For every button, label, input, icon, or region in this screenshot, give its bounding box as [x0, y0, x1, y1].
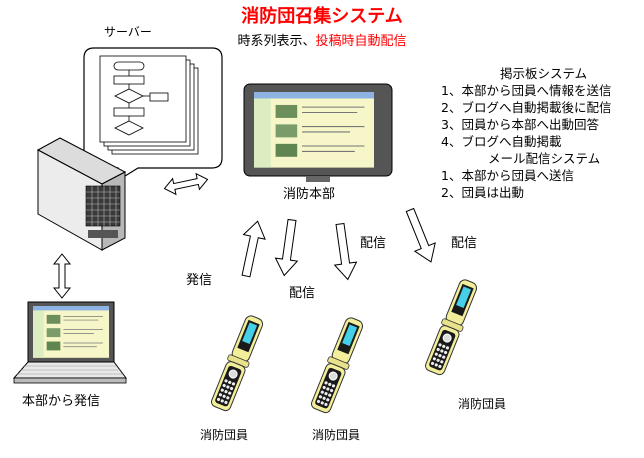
server-label: サーバー [104, 25, 152, 39]
flowchart-bubble [83, 47, 223, 186]
server-pc-link-arrow [52, 253, 72, 299]
bbs-heading: 掲示板システム [500, 66, 588, 81]
subtitle-highlight: 投稿時自動配信 [315, 34, 407, 49]
hq-label: 消防本部 [283, 187, 336, 202]
phone-3 [422, 276, 481, 377]
member-label-3: 消防団員 [458, 397, 507, 411]
subtitle-prefix: 時系列表示、 [237, 34, 316, 49]
member-label-2: 消防団員 [312, 428, 361, 442]
phone-1 [208, 312, 267, 413]
deliver-arrow-1 [272, 217, 304, 278]
send-label: 発信 [186, 273, 213, 288]
bbs-item-3: 3、団員から本部へ出動回答 [441, 117, 599, 132]
server-hq-link-arrow [163, 172, 209, 196]
bbs-item-4: 4、ブログへ自動掲載 [441, 134, 562, 149]
phone-2 [308, 314, 367, 415]
diagram-title: 消防団召集システム [241, 6, 403, 27]
send-arrow [234, 218, 269, 279]
deliver-label-3: 配信 [451, 236, 478, 251]
pc-label: 本部から発信 [22, 394, 101, 409]
hq-monitor [243, 83, 393, 182]
bbs-item-1: 1、本部から団員へ情報を送信 [441, 83, 612, 98]
deliver-arrow-3 [399, 205, 442, 267]
mail-item-2: 2、団員は出動 [441, 185, 524, 200]
server-tower [36, 137, 127, 251]
deliver-arrow-2 [328, 221, 360, 282]
mail-item-1: 1、本部から団員へ送信 [441, 168, 574, 183]
flowchart-icon [113, 61, 169, 136]
deliver-label-2: 配信 [360, 236, 387, 251]
bbs-item-2: 2、ブログへ自動掲載後に配信 [441, 100, 612, 115]
member-label-1: 消防団員 [200, 428, 249, 442]
laptop-computer [12, 301, 127, 384]
mail-heading: メール配信システム [488, 151, 601, 166]
deliver-label-1: 配信 [289, 286, 316, 301]
diagram-subtitle: 時系列表示、投稿時自動配信 [0, 34, 644, 50]
